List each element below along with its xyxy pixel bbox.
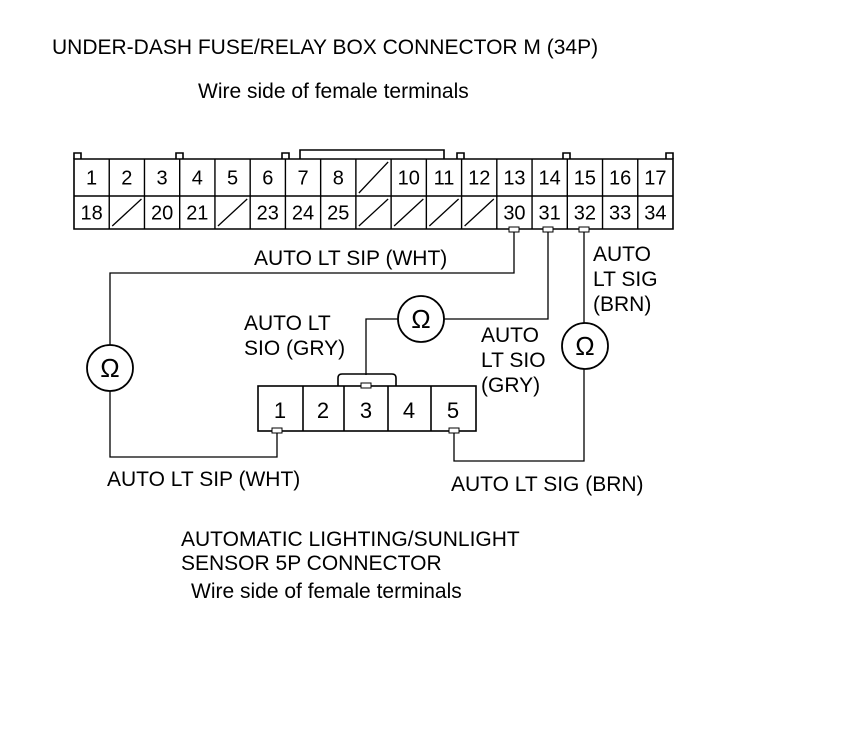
fuse-box-pin-number: 12 [468, 168, 490, 190]
ohmmeter-sip: Ω [86, 344, 134, 392]
sensor-pin-labels: 1 2 3 4 5 [274, 398, 459, 423]
fuse-box-pin-number: 4 [192, 168, 203, 190]
fuse-box-pin-number: 2 [121, 168, 132, 190]
fuse-box-pin-number: 5 [227, 168, 238, 190]
fuse-box-pin-number: 1 [86, 168, 97, 190]
empty-cavity-slash [358, 198, 389, 227]
fuse-box-pin-number: 34 [644, 203, 666, 225]
ohm-symbol-icon: Ω [575, 331, 594, 361]
fuse-box-pin-number: 13 [503, 168, 525, 190]
wire-sig-lower [453, 369, 585, 462]
fuse-box-pin-number: 23 [257, 203, 279, 225]
empty-cavity-slash [464, 198, 495, 227]
wire-label-sig-top-line3: (BRN) [593, 293, 652, 316]
wire-label-sio-right-line2: LT SIO [481, 349, 546, 372]
fuse-box-pin-number: 20 [151, 203, 173, 225]
empty-cavity-slash [393, 198, 424, 227]
ohmmeter-sio: Ω [397, 295, 445, 343]
sensor-subtitle: Wire side of female terminals [191, 580, 462, 603]
fuse-box-pin-number: 15 [574, 168, 596, 190]
sensor-pin: 5 [447, 398, 459, 423]
fuse-box-pin-number: 16 [609, 168, 631, 190]
sensor-pin: 4 [403, 398, 415, 423]
fuse-box-pin-number: 8 [333, 168, 344, 190]
fuse-box-pin-number: 33 [609, 203, 631, 225]
fuse-box-pin-number: 30 [503, 203, 525, 225]
empty-cavity-slash [111, 198, 142, 227]
wire-sio [444, 229, 549, 320]
fuse-box-pin-number: 3 [157, 168, 168, 190]
wire-sio-lower [365, 318, 398, 375]
fuse-box-pin-number: 18 [80, 203, 102, 225]
fuse-box-pin-number: 17 [644, 168, 666, 190]
wire-label-sio-left-line2: SIO (GRY) [244, 337, 346, 360]
fuse-box-pin-number: 14 [539, 168, 561, 190]
wire-label-sio-left-line1: AUTO LT [244, 312, 331, 335]
wires [109, 229, 585, 462]
fuse-box-pin-number: 32 [574, 203, 596, 225]
wire-label-sig-top-line2: LT SIG [593, 268, 658, 291]
fuse-box-title: UNDER-DASH FUSE/RELAY BOX CONNECTOR M (3… [52, 36, 599, 59]
wire-label-sio-right-line3: (GRY) [481, 374, 541, 397]
fuse-box-pin-number: 21 [186, 203, 208, 225]
fuse-box-pin-number: 6 [262, 168, 273, 190]
wire-label-sig-bottom: AUTO LT SIG (BRN) [451, 473, 644, 496]
wire-label-sip-bottom: AUTO LT SIP (WHT) [107, 468, 301, 491]
wire-label-sig-top-line1: AUTO [593, 243, 651, 266]
sensor-terminal-marks [271, 382, 460, 434]
wire-sip [109, 229, 515, 345]
sensor-pin: 2 [317, 398, 329, 423]
fuse-box-connector [73, 149, 674, 230]
sensor-title-line1: AUTOMATIC LIGHTING/SUNLIGHT [181, 528, 520, 551]
sensor-connector [257, 373, 477, 432]
sensor-pin: 1 [274, 398, 286, 423]
fuse-box-pin-number: 7 [297, 168, 308, 190]
fuse-box-pin-number: 24 [292, 203, 314, 225]
fuse-box-pin-number: 10 [398, 168, 420, 190]
fuse-box-pin-number: 11 [434, 168, 455, 190]
fuse-box-pin-number: 31 [539, 203, 561, 225]
ohm-symbol-icon: Ω [100, 353, 119, 383]
empty-cavity-slash [217, 198, 248, 227]
terminal-marks [508, 226, 590, 233]
wire-label-sip-top: AUTO LT SIP (WHT) [254, 247, 448, 270]
ohmmeter-sig: Ω [561, 322, 609, 370]
empty-cavity-slash [428, 198, 460, 227]
empty-cavity-slash [358, 161, 389, 194]
wire-label-sio-right-line1: AUTO [481, 324, 539, 347]
wire-sip-lower [109, 391, 278, 458]
sensor-pin: 3 [360, 398, 372, 423]
fuse-box-subtitle: Wire side of female terminals [198, 80, 469, 103]
ohm-symbol-icon: Ω [411, 304, 430, 334]
sensor-title-line2: SENSOR 5P CONNECTOR [181, 552, 442, 575]
fuse-box-pin-number: 25 [327, 203, 349, 225]
